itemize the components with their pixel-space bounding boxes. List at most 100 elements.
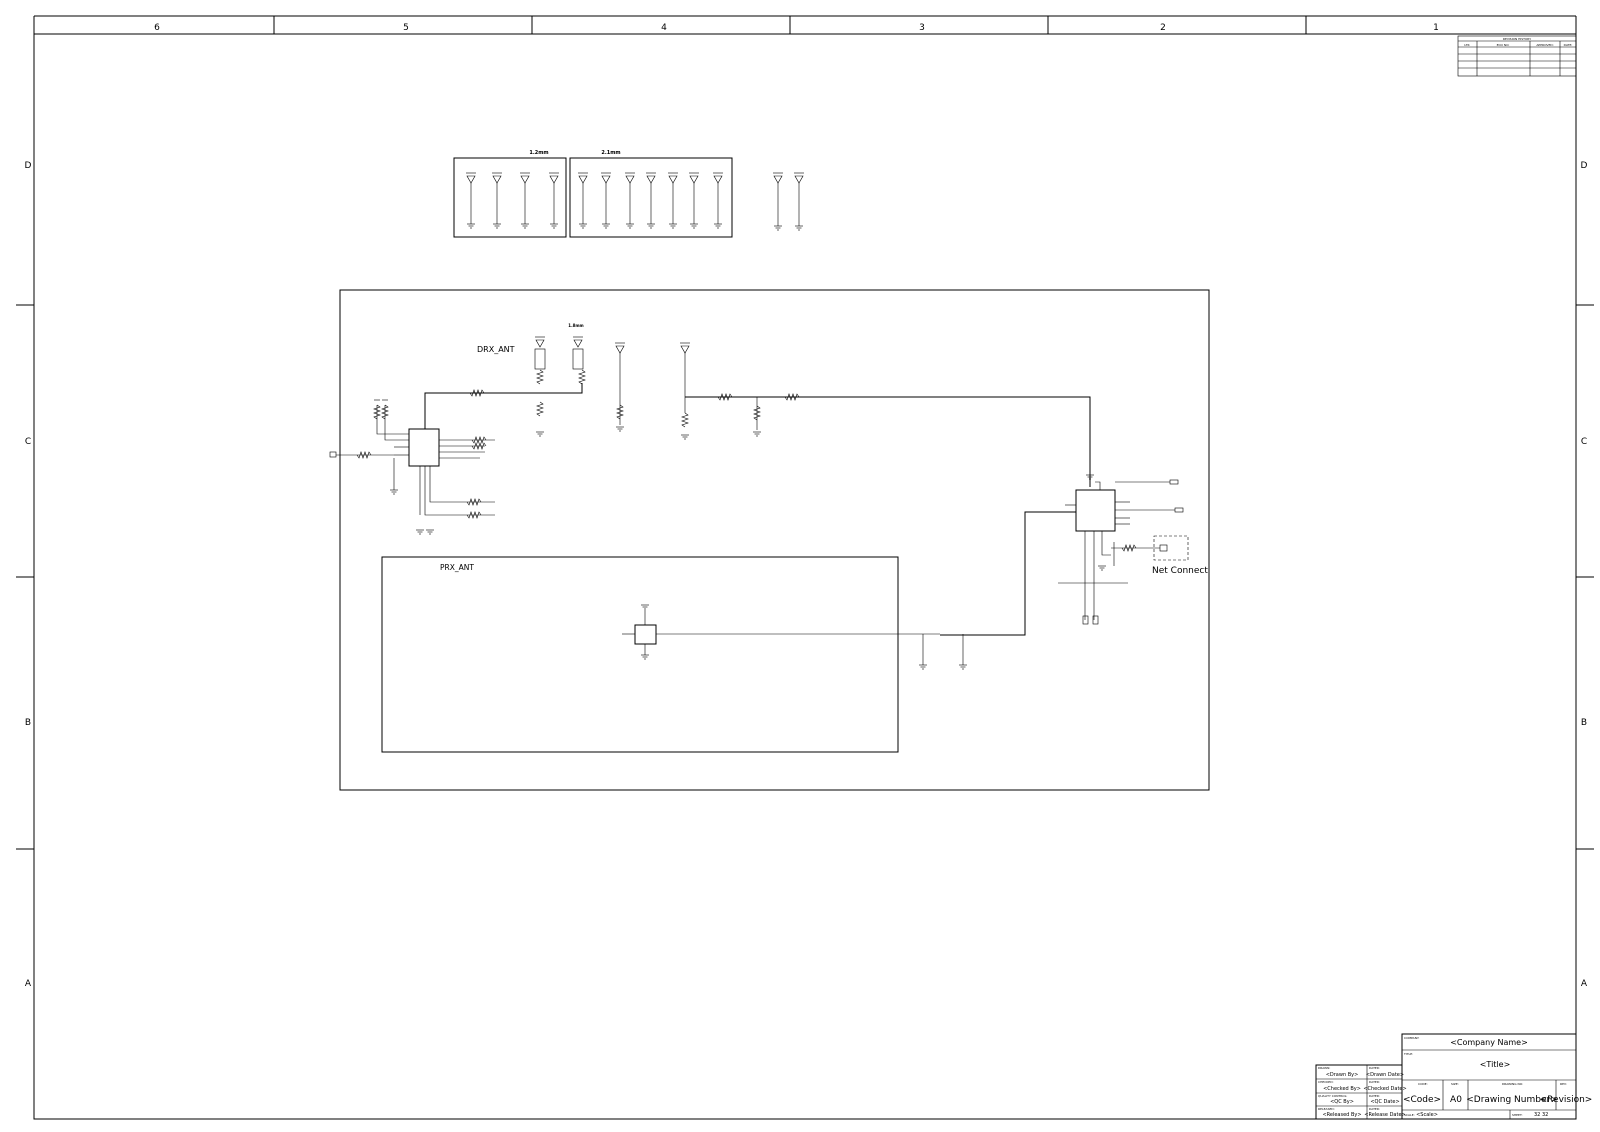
checked-date: <Checked Date> [1363, 1086, 1406, 1092]
main-block: DRX_ANT 1.8mm [329, 289, 1210, 791]
port-connector [1169, 479, 1179, 485]
ground-symbol [641, 604, 649, 610]
resistor-symbol [471, 442, 487, 450]
resistor-symbol [578, 369, 586, 385]
size-caption: SIZE: [1451, 1082, 1459, 1086]
ground-symbol [669, 223, 677, 229]
revision-table: REVISION HISTORY LTR ECO NO: APPROVED: D… [1457, 35, 1577, 77]
ground-symbol [774, 225, 782, 231]
row-label: B [1581, 718, 1587, 728]
released-date: <Release Date> [1364, 1112, 1405, 1118]
row-label: C [1581, 437, 1587, 447]
ground-symbol [795, 225, 803, 231]
ground-symbol [536, 431, 544, 437]
resistor-symbol [373, 404, 381, 420]
ground-symbol [426, 529, 434, 535]
antenna-symbol [713, 172, 723, 229]
port-connector [1174, 507, 1184, 513]
revision-col-header: DATE: [1564, 43, 1573, 47]
antenna-symbol [625, 172, 635, 229]
antenna-symbol [466, 172, 476, 229]
ground-symbol [753, 431, 761, 437]
row-label: D [25, 161, 32, 171]
antenna-symbol [601, 172, 611, 229]
resistor-symbol [466, 511, 482, 519]
ic-switch-left [408, 428, 440, 467]
resistor-symbol [356, 451, 372, 459]
ground-symbol [579, 223, 587, 229]
antenna-pair-standalone [773, 172, 804, 231]
resistor-symbol [466, 498, 482, 506]
ground-symbol [550, 223, 558, 229]
row-label: B [25, 718, 31, 728]
antenna-symbol [773, 172, 783, 231]
rev-caption: REV: [1560, 1082, 1567, 1086]
drawn-date-caption: DATED: [1369, 1066, 1380, 1070]
code-caption: CODE: [1418, 1082, 1428, 1086]
col-label: 6 [154, 23, 160, 33]
revision-value: <Revision> [1540, 1095, 1593, 1105]
ground-symbol [681, 434, 689, 440]
revision-col-header: APPROVED: [1536, 43, 1553, 47]
ground-symbol [390, 489, 398, 495]
code-value: <Code> [1403, 1095, 1441, 1105]
released-date-caption: DATED: [1369, 1107, 1380, 1111]
drawing-number: <Drawing Number> [1466, 1095, 1558, 1105]
antenna-symbol [680, 342, 690, 354]
ground-symbol [641, 654, 649, 660]
sheet-caption: SHEET: [1512, 1113, 1522, 1117]
ground-symbol [416, 529, 424, 535]
group-label-right: 2.1mm [601, 150, 620, 156]
title-block: COMPANY: <Company Name> TITLE: <Title> D… [1315, 1033, 1593, 1120]
net-connect-label: Net Connect [1152, 566, 1208, 576]
ground-symbol [647, 223, 655, 229]
checked-by: <Checked By> [1323, 1086, 1361, 1092]
drawn-caption: DRAWN: [1318, 1066, 1330, 1070]
col-label: 4 [661, 23, 667, 33]
row-labels: D C B A D C B A [25, 161, 1588, 989]
sheet-frame [16, 15, 1594, 1120]
drawing-no-caption: DRAWING NO: [1502, 1082, 1523, 1086]
row-label: A [1581, 979, 1588, 989]
drawn-date: <Drawn Date> [1366, 1072, 1404, 1078]
revision-col-header: ECO NO: [1497, 43, 1510, 47]
ground-symbol [959, 664, 967, 670]
ic-switch-right [1075, 489, 1116, 532]
antenna-symbol [520, 172, 530, 229]
connector-left [329, 451, 337, 458]
scale-value: <Scale> [1416, 1112, 1438, 1118]
antenna-group-left: 1.2mm [453, 150, 567, 238]
qc-by: <QC By> [1330, 1099, 1354, 1105]
resistor-symbol [471, 436, 487, 444]
antenna-symbol [492, 172, 502, 229]
ic-prx [634, 624, 657, 645]
ground-symbol [626, 223, 634, 229]
antenna-symbol [549, 172, 559, 229]
ground-symbol [714, 223, 722, 229]
prx-ant-block [381, 556, 899, 753]
title-caption: TITLE: [1403, 1052, 1413, 1056]
antenna-group-right: 2.1mm [569, 150, 733, 238]
qc-date-caption: DATED: [1369, 1094, 1380, 1098]
revision-table-title: REVISION HISTORY [1503, 37, 1531, 41]
group-label-left: 1.2mm [529, 150, 548, 156]
released-caption: RELEASED: [1318, 1107, 1335, 1111]
size-value: A0 [1450, 1095, 1462, 1105]
row-label: D [1581, 161, 1588, 171]
prx-ant-label: PRX_ANT [440, 563, 474, 572]
antenna-symbol [646, 172, 656, 229]
resistor-symbol [536, 401, 544, 417]
ground-symbol [919, 664, 927, 670]
qc-caption: QUALITY CONTROL: [1318, 1094, 1347, 1098]
ground-symbol [1098, 565, 1106, 571]
ground-symbol [467, 223, 475, 229]
row-label: A [25, 979, 32, 989]
ground-symbol [521, 223, 529, 229]
released-by: <Released By> [1322, 1112, 1361, 1118]
antenna-symbol [534, 336, 546, 370]
antenna-symbol [668, 172, 678, 229]
drawing-title: <Title> [1480, 1060, 1511, 1069]
antenna-symbol [578, 172, 588, 229]
col-label: 5 [403, 23, 409, 33]
